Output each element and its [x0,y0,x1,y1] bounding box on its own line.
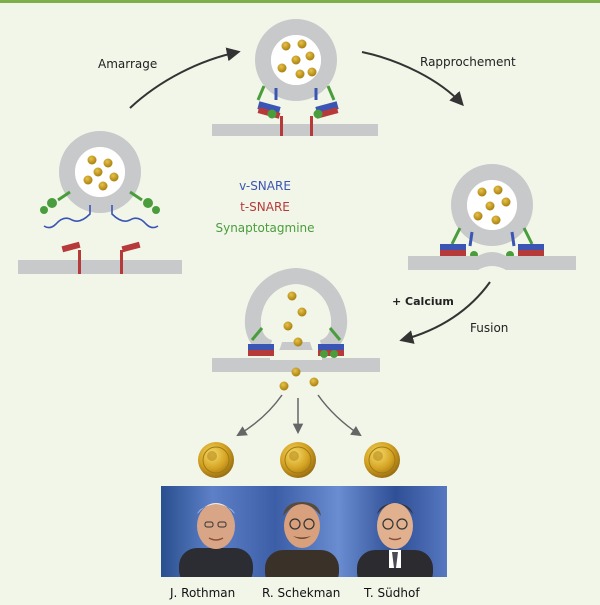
arrow-medal-left [236,394,283,437]
legend-v-snare: v-SNARE [239,179,291,193]
stage-free-vesicle [18,131,182,274]
arrow-medal-right [317,394,362,437]
stage-docking [212,19,378,136]
portrait-schekman [265,502,339,577]
portrait-sudhof [357,503,433,577]
legend-synaptotagmin: Synaptotagmine [215,221,315,235]
medal-schekman-icon [280,442,316,478]
laureates-photo [161,486,447,577]
label-approach: Rapprochement [420,55,516,69]
medal-sudhof-icon [364,442,400,478]
arrow-docking [129,47,241,109]
arrow-approach [361,51,464,107]
label-fusion: Fusion [470,321,509,335]
medal-rothman-icon [198,442,234,478]
label-docking: Amarrage [98,57,158,71]
arrow-fusion [399,281,491,344]
label-calcium: + Calcium [392,295,454,308]
name-schekman: R. Schekman [262,586,341,600]
portrait-rothman [179,503,253,577]
stage-approach [408,164,576,270]
top-accent-bar [0,0,600,3]
legend-t-snare: t-SNARE [240,200,290,214]
name-sudhof: T. Südhof [364,586,420,600]
name-rothman: J. Rothman [170,586,236,600]
stage-fusion [212,267,380,391]
